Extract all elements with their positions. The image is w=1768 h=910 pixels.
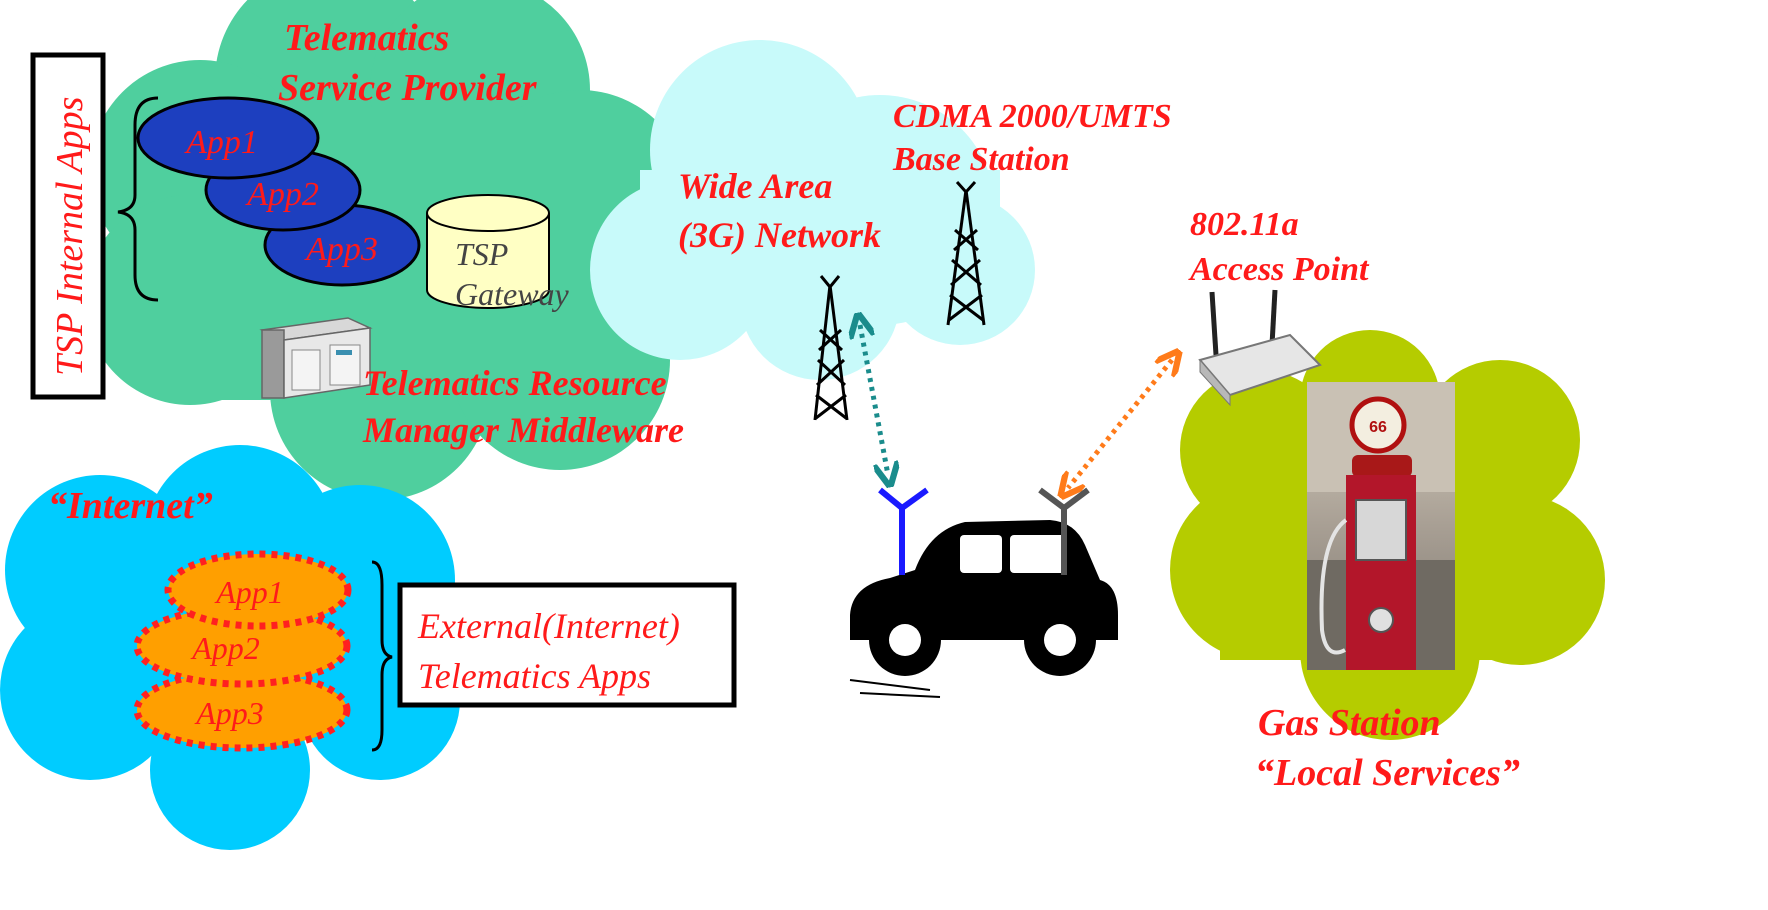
tsp-internal-apps-box: TSP Internal Apps <box>30 52 106 400</box>
svg-text:App3: App3 <box>194 695 264 731</box>
external-apps-label-line2: Telematics Apps <box>418 656 651 696</box>
svg-text:App2: App2 <box>245 176 319 213</box>
external-apps-label-line1: External(Internet) <box>417 606 680 646</box>
server-icon <box>259 317 373 399</box>
wan-label-line1: Wide Area <box>678 166 832 206</box>
svg-text:App1: App1 <box>214 574 284 610</box>
cell-tower-icon <box>813 275 849 421</box>
tsp-gateway-cylinder: TSP Gateway <box>426 194 570 312</box>
access-point-icon <box>1198 289 1322 407</box>
tsp-cloud <box>85 0 690 500</box>
car-icon <box>849 520 1118 698</box>
internal-apps-brace <box>117 96 159 302</box>
internet-label: “Internet” <box>48 485 213 527</box>
cell-tower-icon <box>946 180 986 326</box>
base-station-label-line2: Base Station <box>892 141 1070 178</box>
tsp-internal-apps-label: TSP Internal Apps <box>49 97 91 376</box>
base-station-label-line1: CDMA 2000/UMTS <box>893 98 1172 135</box>
external-app3: App3 <box>133 668 351 752</box>
trm-label-line1: Telematics Resource <box>363 363 667 403</box>
gas-station-label-line2: “Local Services” <box>1255 752 1520 794</box>
gateway-label-line1: TSP <box>455 236 508 272</box>
tsp-title-line1: Telematics <box>284 17 449 59</box>
gateway-label-line2: Gateway <box>455 276 570 312</box>
wan-label-line2: (3G) Network <box>678 215 881 255</box>
external-app2: App2 <box>133 604 351 688</box>
trm-label-line2: Manager Middleware <box>362 410 684 450</box>
wifi-link-arrow <box>1068 360 1172 488</box>
antenna-wifi-icon <box>1038 487 1090 575</box>
access-point-label-line2: Access Point <box>1188 251 1370 288</box>
gas-pump-image: 66 <box>1307 382 1455 670</box>
antenna-3g-icon <box>878 487 929 575</box>
svg-text:App1: App1 <box>184 124 258 161</box>
external-app1: App1 <box>164 550 352 630</box>
tsp-title-line2: Service Provider <box>278 67 538 109</box>
3g-link-arrow <box>860 325 888 475</box>
wan-cloud <box>590 40 1035 380</box>
svg-text:App3: App3 <box>304 231 378 268</box>
gas-station-label-line1: Gas Station <box>1258 702 1441 744</box>
svg-text:66: 66 <box>1369 419 1387 436</box>
external-apps-box: External(Internet) Telematics Apps <box>397 582 737 708</box>
external-apps-brace <box>371 560 393 752</box>
svg-text:App2: App2 <box>190 630 260 666</box>
internal-app1: App1 <box>136 96 320 180</box>
access-point-label-line1: 802.11a <box>1190 206 1299 243</box>
